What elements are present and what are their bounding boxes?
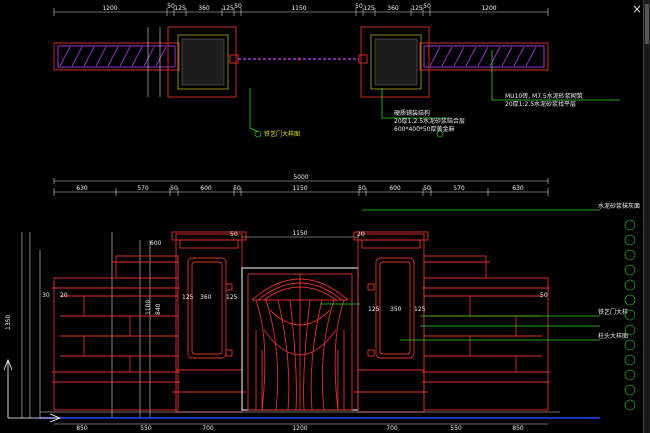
elevation-view: 600 50 20 20 30 125 360 125 125 350 125 … xyxy=(3,202,640,432)
row-dim-5: 50 xyxy=(233,185,241,192)
close-icon[interactable]: × xyxy=(631,2,642,16)
small-dim-12: 50 xyxy=(540,292,548,299)
row-dim-4: 600 xyxy=(200,185,212,192)
small-dim-2: 50 xyxy=(230,231,238,238)
plan-dim-5: 125 xyxy=(222,5,234,12)
bottom-dim-2: 550 xyxy=(140,425,152,432)
right-note-1: 水泥砂浆抹灰面 xyxy=(598,202,640,210)
small-dim-5: 30 xyxy=(42,292,50,299)
row-dim-7: 50 xyxy=(358,185,366,192)
row-dim-9: 50 xyxy=(423,185,431,192)
vert-dim-3: 840 xyxy=(155,303,162,315)
plan-dim-7: 1150 xyxy=(291,5,306,12)
small-dim-9: 125 xyxy=(368,306,380,313)
plan-note-3: 硬质铺装结构 xyxy=(394,109,430,117)
plan-dim-13: 1200 xyxy=(481,5,496,12)
row-dim-2: 570 xyxy=(137,185,149,192)
bottom-dim-4: 1200 xyxy=(292,425,307,432)
plan-note-2: 20厚1:2.5水泥砂浆找平层 xyxy=(505,100,576,108)
plan-dim-4: 360 xyxy=(198,5,210,12)
plan-dim-3: 125 xyxy=(174,5,186,12)
plan-dim-2: 50 xyxy=(167,3,175,10)
row-dim-11: 630 xyxy=(512,185,524,192)
small-dim-3: 20 xyxy=(357,231,365,238)
right-note-3: 柱头大样图 xyxy=(598,332,628,340)
plan-view: 1200 50 125 360 125 50 1150 50 125 360 1… xyxy=(53,3,620,138)
vertical-scrollbar[interactable] xyxy=(643,0,650,433)
plan-dim-9: 125 xyxy=(363,5,375,12)
vert-dim-2: 1100 xyxy=(145,300,152,315)
row-dim-8: 600 xyxy=(389,185,401,192)
plan-note-5: 600*400*50厚黄金麻 xyxy=(394,125,455,133)
bottom-dim-3: 700 xyxy=(202,425,214,432)
plan-dim-12: 50 xyxy=(423,3,431,10)
small-dim-10: 350 xyxy=(390,306,402,313)
bottom-dim-7: 850 xyxy=(512,425,524,432)
plan-label-left: 铁艺门大样图 xyxy=(264,130,300,138)
ucs-axis-icon xyxy=(3,358,62,423)
row-dim-10: 570 xyxy=(453,185,465,192)
plan-dim-11: 125 xyxy=(411,5,423,12)
row-dim-1: 630 xyxy=(76,185,88,192)
small-dim-7: 360 xyxy=(200,294,212,301)
plan-note-1: MU10砖, M7.5水泥砂浆砌筑 xyxy=(505,92,583,100)
row-dim-6: 1150 xyxy=(292,185,307,192)
small-dim-1: 600 xyxy=(150,240,162,247)
bottom-dim-6: 550 xyxy=(450,425,462,432)
plan-note-4: 20厚1:2.5水泥砂浆结合层 xyxy=(394,117,465,125)
bottom-dim-5: 700 xyxy=(386,425,398,432)
material-callouts xyxy=(624,219,636,411)
overall-dim: 5000 xyxy=(293,174,308,181)
small-dim-6: 125 xyxy=(182,294,194,301)
vert-dim-1: 1350 xyxy=(5,315,12,330)
small-dim-11: 125 xyxy=(414,306,426,313)
plan-dim-6: 50 xyxy=(234,3,242,10)
plan-dim-10: 360 xyxy=(387,5,399,12)
row-dim-3: 50 xyxy=(170,185,178,192)
plan-dim-1: 1200 xyxy=(102,5,117,12)
scrollbar-thumb[interactable] xyxy=(645,4,649,44)
small-dim-8: 125 xyxy=(226,294,238,301)
right-note-2: 铁艺门大样 xyxy=(598,308,628,316)
bottom-dim-1: 850 xyxy=(76,425,88,432)
elevation-dimensions: 5000 630 570 50 600 50 1150 50 600 50 57… xyxy=(5,174,549,418)
gate-width: 1150 xyxy=(292,230,307,237)
small-dim-4: 20 xyxy=(60,292,68,299)
plan-dim-8: 50 xyxy=(355,3,363,10)
